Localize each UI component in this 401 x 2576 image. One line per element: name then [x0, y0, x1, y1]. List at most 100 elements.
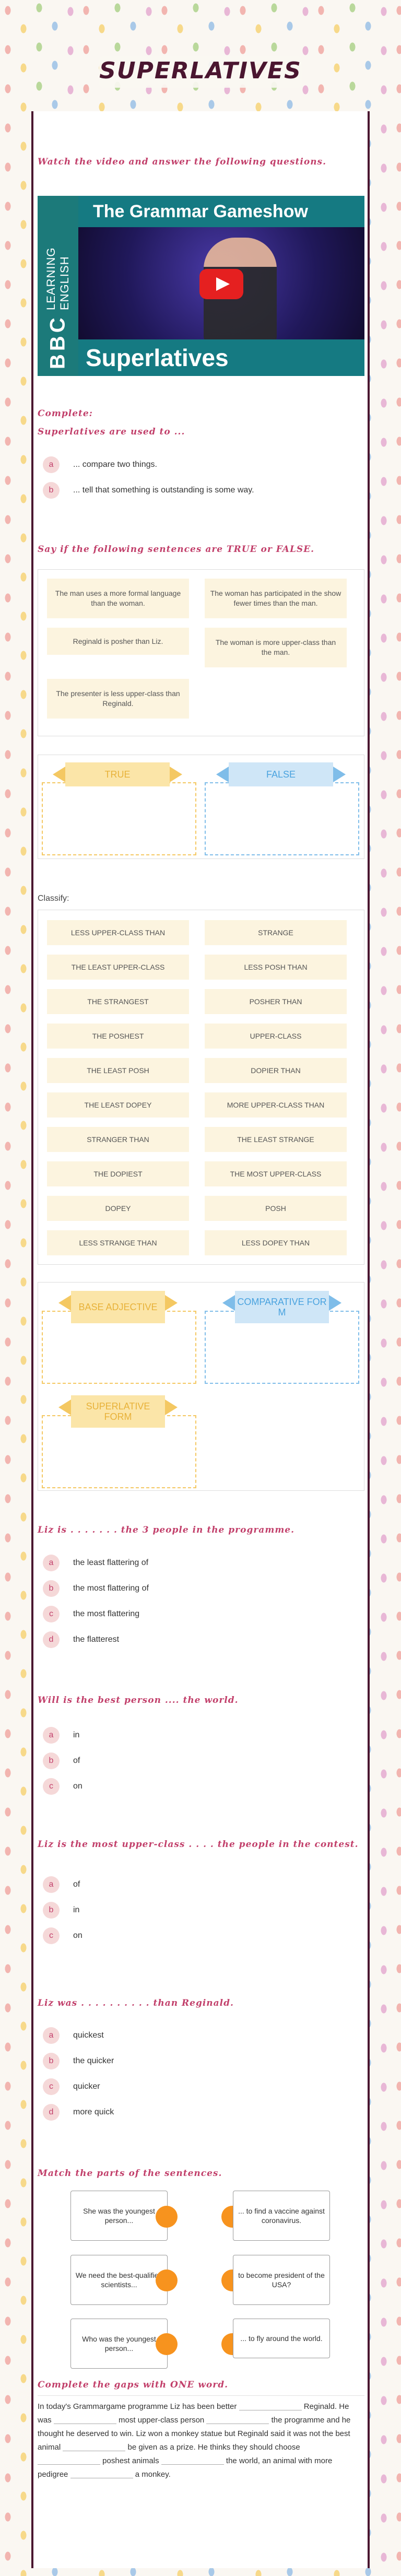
complete-question: Superlatives are used to ... [38, 427, 185, 437]
classify-card[interactable]: STRANGER THAN [47, 1127, 189, 1152]
classify-card[interactable]: POSHER THAN [205, 989, 347, 1014]
match-connector-left[interactable] [156, 2333, 178, 2355]
title-backdrop [99, 56, 302, 88]
option-text: ... tell that something is outstanding i… [73, 486, 254, 495]
gap-input[interactable] [53, 2416, 116, 2424]
option-letter: d [43, 1631, 60, 1648]
match-left-card[interactable]: We need the best-qualified scientists... [70, 2255, 168, 2305]
classify-card[interactable]: STRANGE [205, 920, 347, 945]
draggable-card[interactable]: The woman has participated in the show f… [205, 579, 347, 618]
option-letter: d [43, 2104, 60, 2121]
option-text: in [73, 1905, 80, 1914]
drop-zone-false[interactable] [205, 782, 359, 855]
gap-input[interactable] [63, 2443, 126, 2451]
option-letter: c [43, 1927, 60, 1944]
gap-input[interactable] [239, 2402, 302, 2410]
match-right-card[interactable]: ... to find a vaccine against coronaviru… [233, 2191, 330, 2241]
classify-card[interactable]: DOPIER THAN [205, 1058, 347, 1083]
classify-card[interactable]: MORE UPPER-CLASS THAN [205, 1092, 347, 1118]
play-icon[interactable] [199, 269, 243, 299]
gap-paragraph: In today's Grammargame programme Liz has… [38, 2400, 364, 2481]
option-letter: c [43, 1606, 60, 1622]
video-title-banner: The Grammar Gameshow [78, 196, 364, 227]
video-brand-strip: BBC LEARNING ENGLISH [38, 196, 78, 376]
option-row[interactable]: c on [43, 1927, 82, 1945]
gap-text-segment: the programme and he thought he deserved… [38, 2416, 351, 2452]
gap-text-segment: Reginald. He was [38, 2402, 349, 2425]
option-row[interactable]: c on [43, 1778, 82, 1795]
option-row[interactable]: a ... compare two things. [43, 456, 157, 474]
option-row[interactable]: b in [43, 1901, 79, 1919]
option-letter: b [43, 482, 60, 499]
classify-card[interactable]: THE DOPIEST [47, 1161, 189, 1186]
option-letter: b [43, 1902, 60, 1919]
true-label: TRUE [53, 762, 182, 786]
option-letter: c [43, 1778, 60, 1795]
classify-card[interactable]: THE POSHEST [47, 1024, 189, 1049]
option-row[interactable]: d the flatterest [43, 1631, 119, 1649]
gap-input[interactable] [161, 2456, 224, 2465]
option-letter: b [43, 1752, 60, 1769]
classify-card[interactable]: THE STRANGEST [47, 989, 189, 1014]
option-text: more quick [73, 2108, 114, 2116]
drop-zone-true[interactable] [42, 782, 196, 855]
gap-input[interactable] [70, 2470, 133, 2478]
truefalse-heading: Say if the following sentences are TRUE … [38, 544, 315, 555]
false-label: FALSE [216, 762, 346, 786]
classify-card[interactable]: POSH [205, 1196, 347, 1221]
match-left-card[interactable]: She was the youngest person... [70, 2191, 168, 2241]
match-left-card[interactable]: Who was the youngest person... [70, 2319, 168, 2369]
option-text: quicker [73, 2082, 100, 2091]
option-row[interactable]: b ... tell that something is outstanding… [43, 481, 254, 499]
classify-card[interactable]: UPPER-CLASS [205, 1024, 347, 1049]
draggable-card[interactable]: The woman is more upper-class than the m… [205, 628, 347, 667]
draggable-card[interactable]: The presenter is less upper-class than R… [47, 679, 189, 719]
classify-card[interactable]: THE MOST UPPER-CLASS [205, 1161, 347, 1186]
option-text: on [73, 1931, 82, 1940]
option-letter: a [43, 2027, 60, 2044]
option-letter: b [43, 2053, 60, 2069]
question-heading: Liz is the most upper-class . . . . the … [38, 1839, 359, 1850]
option-letter: a [43, 1727, 60, 1744]
video-subtitle-banner: Superlatives [78, 339, 364, 376]
classify-card[interactable]: THE LEAST POSH [47, 1058, 189, 1083]
question-heading: Liz was . . . . . . . . . . than Reginal… [38, 1998, 234, 2008]
option-row[interactable]: d more quick [43, 2103, 114, 2121]
match-heading: Match the parts of the sentences. [38, 2168, 222, 2179]
gap-text-segment: poshest animals [102, 2456, 159, 2465]
classify-card[interactable]: THE LEAST DOPEY [47, 1092, 189, 1118]
classify-card[interactable]: THE LEAST STRANGE [205, 1127, 347, 1152]
draggable-card[interactable]: Reginald is posher than Liz. [47, 628, 189, 655]
match-connector-left[interactable] [156, 2206, 178, 2228]
match-right-card[interactable]: ... to fly around the world. [233, 2319, 330, 2358]
classify-card[interactable]: THE LEAST UPPER-CLASS [47, 955, 189, 980]
question-heading: Will is the best person .... the world. [38, 1695, 239, 1705]
gap-input[interactable] [38, 2456, 100, 2465]
classify-card[interactable]: LESS STRANGE THAN [47, 1230, 189, 1255]
question-heading: Liz is . . . . . . . the 3 people in the… [38, 1525, 295, 1535]
classify-card[interactable]: DOPEY [47, 1196, 189, 1221]
draggable-card[interactable]: The man uses a more formal language than… [47, 579, 189, 618]
gap-input[interactable] [206, 2416, 269, 2424]
option-text: on [73, 1782, 82, 1791]
video-player[interactable]: BBC LEARNING ENGLISH The Grammar Gamesho… [38, 196, 364, 376]
video-thumbnail [78, 227, 364, 342]
classify-card[interactable]: LESS UPPER-CLASS THAN [47, 920, 189, 945]
classify-card[interactable]: LESS POSH THAN [205, 955, 347, 980]
match-connector-left[interactable] [156, 2269, 178, 2291]
option-text: the flatterest [73, 1635, 120, 1644]
match-right-card[interactable]: to become president of the USA? [233, 2255, 330, 2305]
option-letter: a [43, 456, 60, 473]
complete-heading: Complete: [38, 408, 93, 419]
gap-text-segment: most upper-class person [119, 2416, 205, 2425]
classify-card[interactable]: LESS DOPEY THAN [205, 1230, 347, 1255]
